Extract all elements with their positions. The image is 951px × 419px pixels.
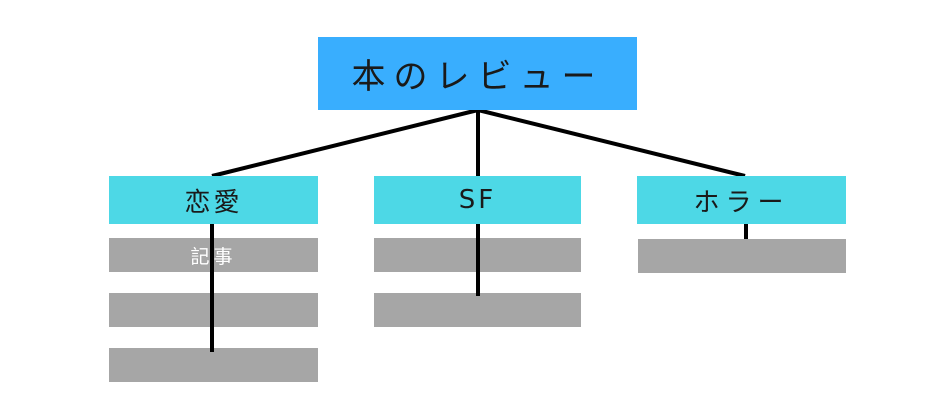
root-label: 本のレビュー: [351, 57, 604, 97]
category-label: 恋愛: [184, 187, 243, 218]
article-node-horror-1: [638, 239, 846, 273]
category-node-sf: SF: [374, 176, 581, 224]
connector-root-to-horror: [477, 108, 746, 178]
category-label: SF: [458, 185, 497, 215]
category-label: ホラー: [693, 187, 790, 218]
root-node: 本のレビュー: [318, 37, 637, 110]
article-node-love-3: [109, 348, 318, 382]
category-node-horror: ホラー: [637, 176, 846, 224]
article-node-sf-2: [374, 293, 581, 327]
category-node-love: 恋愛: [109, 176, 318, 224]
connector-root-to-love: [211, 108, 479, 178]
